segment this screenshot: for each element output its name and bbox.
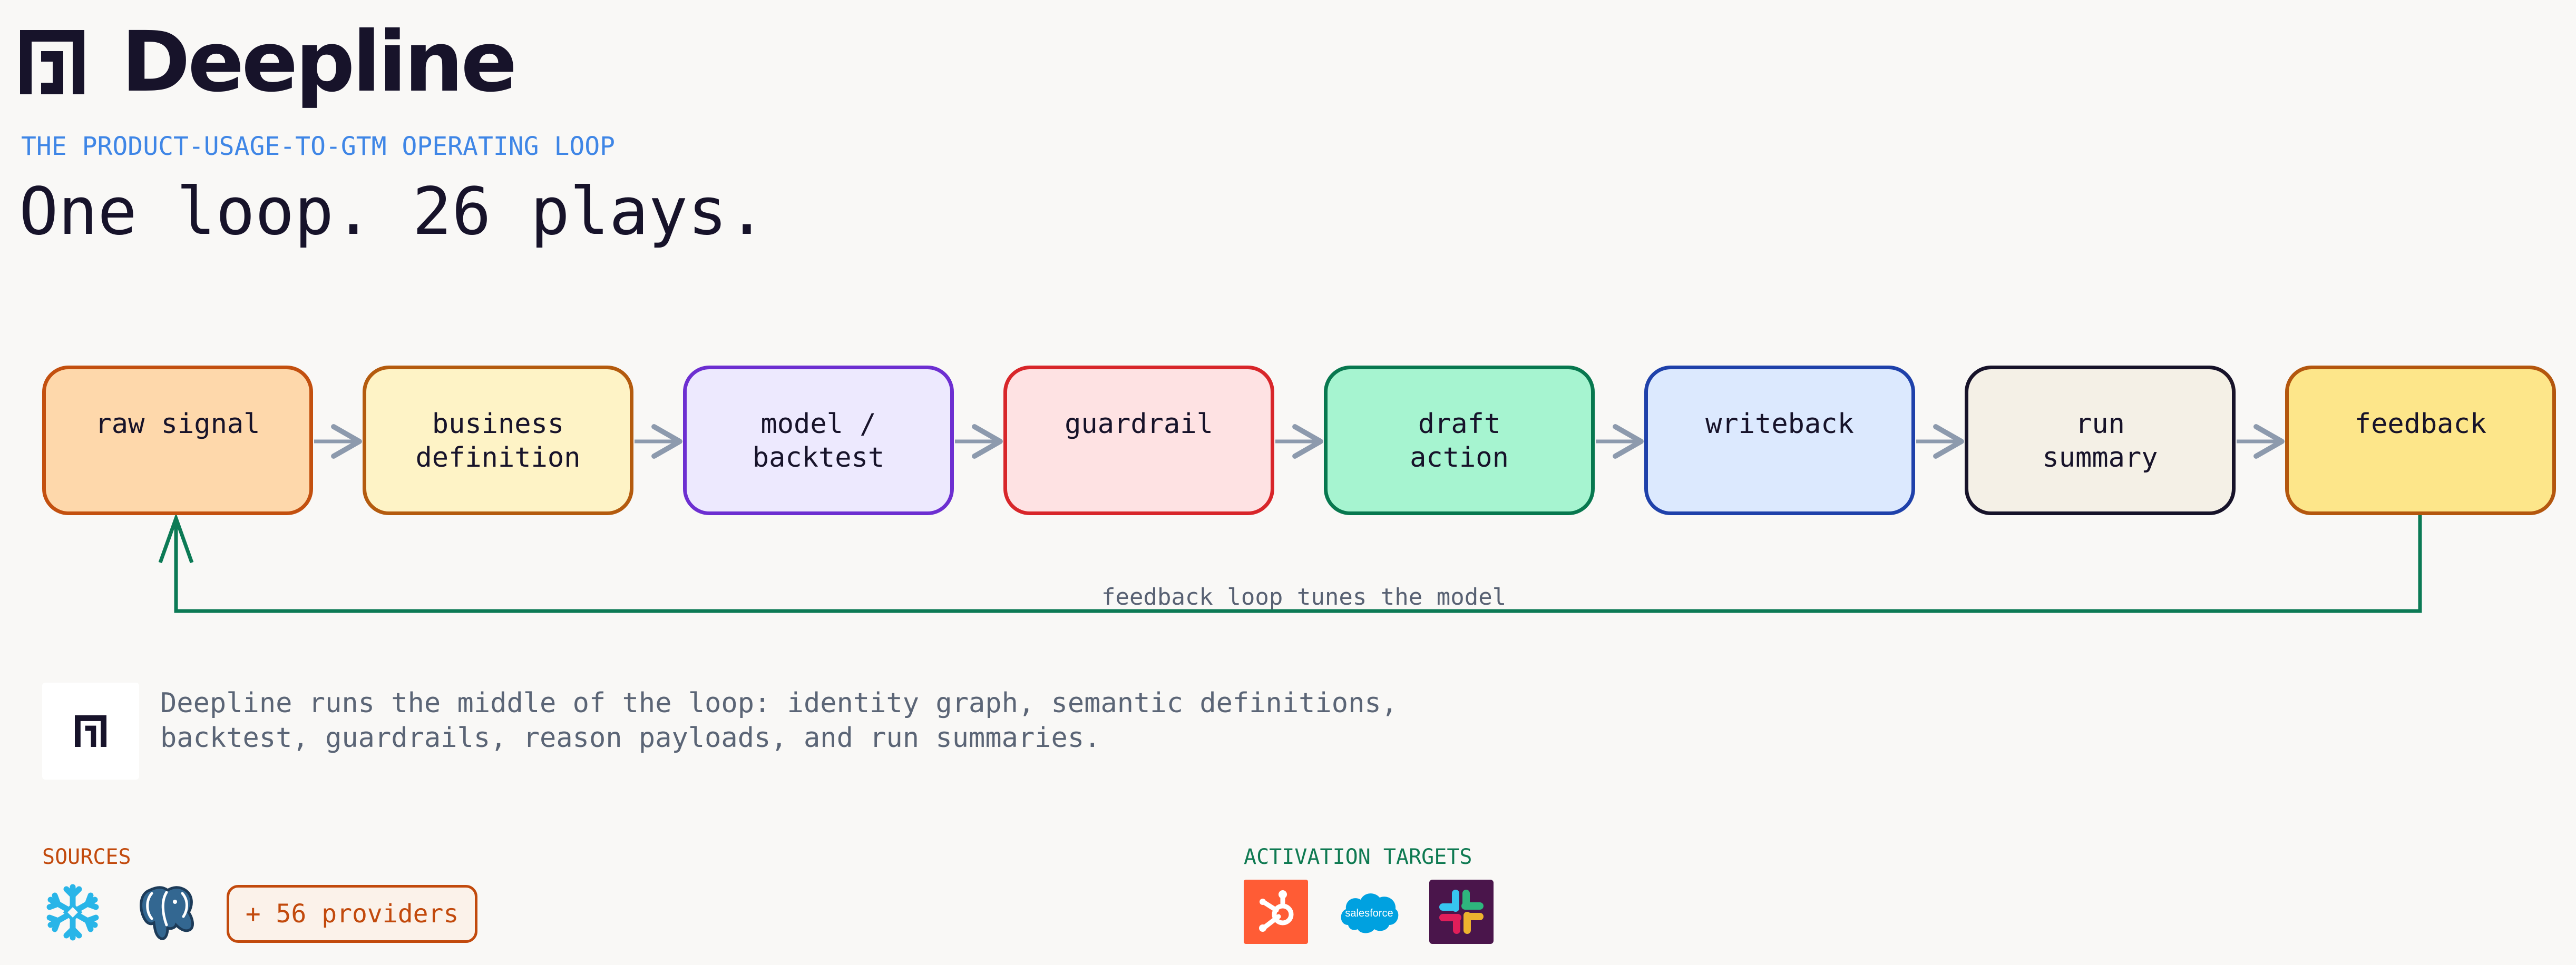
note-line: backtest, guardrails, reason payloads, a… xyxy=(160,722,1101,754)
feedback-loop-line xyxy=(174,515,2422,613)
note-line: Deepline runs the middle of the loop: id… xyxy=(160,687,1398,719)
loop-label: feedback loop tunes the model xyxy=(1101,584,1507,610)
hubspot-icon xyxy=(1244,880,1308,944)
flow-step-feedback: feedback xyxy=(2285,366,2556,515)
feedback-loop-arrowhead xyxy=(158,513,194,564)
postgresql-icon xyxy=(140,886,194,940)
slack-icon xyxy=(1429,880,1494,944)
salesforce-icon: salesforce xyxy=(1341,893,1399,933)
sources-label: SOURCES xyxy=(42,845,131,869)
eyebrow: THE PRODUCT-USAGE-TO-GTM OPERATING LOOP xyxy=(21,132,616,161)
brand: Deepline xyxy=(20,14,518,111)
flow-step-writeback: writeback xyxy=(1644,366,1915,515)
flow-step-run-summary: run summary xyxy=(1965,366,2236,515)
flow-step-draft-action: draft action xyxy=(1324,366,1595,515)
flow-step-label: feedback xyxy=(2354,408,2487,440)
flow-step-label: draft action xyxy=(1410,408,1509,474)
flow-step-label: run summary xyxy=(2042,408,2158,474)
salesforce-wordmark: salesforce xyxy=(1345,908,1393,919)
flow-step-business-definition: business definition xyxy=(363,366,633,515)
flow-step-label: raw signal xyxy=(95,408,260,440)
activation-targets-label: ACTIVATION TARGETS xyxy=(1244,845,1472,869)
flow-step-label: model / backtest xyxy=(752,408,885,474)
flow-step-raw-signal: raw signal xyxy=(42,366,313,515)
flow-step-label: writeback xyxy=(1705,408,1854,440)
flow-step-model-backtest: model / backtest xyxy=(683,366,954,515)
snowflake-icon xyxy=(46,884,99,941)
more-providers-button[interactable]: + 56 providers xyxy=(227,885,477,943)
note-logo-tile xyxy=(42,683,139,780)
page-title: One loop. 26 plays. xyxy=(19,174,767,250)
flow-step-label: guardrail xyxy=(1065,408,1213,440)
note-text: Deepline runs the middle of the loop: id… xyxy=(160,686,1398,755)
flow-step-label: business definition xyxy=(415,408,581,474)
brand-name: Deepline xyxy=(121,14,518,111)
flow-step-guardrail: guardrail xyxy=(1003,366,1274,515)
deepline-logo-icon xyxy=(75,715,106,747)
deepline-logo-icon xyxy=(20,30,84,94)
